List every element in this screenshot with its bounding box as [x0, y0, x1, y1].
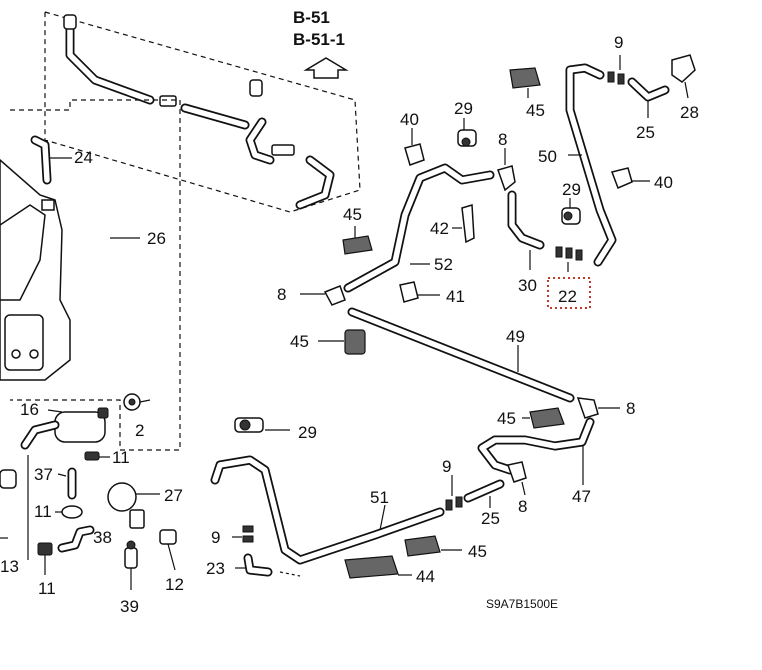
clip-40-right	[611, 167, 650, 189]
diagram-code: S9A7B1500E	[486, 597, 558, 611]
reference-hoses	[63, 14, 335, 210]
joint-8-middle-right	[576, 397, 620, 419]
callout-8: 8	[518, 497, 527, 516]
reference-label-b51-1: B-51-1	[293, 30, 345, 49]
joint-9-upper	[607, 55, 625, 85]
callout-26: 26	[147, 229, 166, 248]
joint-9-lower-center	[445, 475, 463, 511]
hose-50	[565, 63, 617, 267]
callout-2: 2	[135, 421, 144, 440]
nozzle-28	[671, 54, 696, 99]
callout-27: 27	[164, 486, 183, 505]
callout-8: 8	[498, 130, 507, 149]
callout-45: 45	[290, 332, 309, 351]
callout-45: 45	[526, 101, 545, 120]
callout-9: 9	[442, 457, 451, 476]
bracket-42	[452, 204, 475, 244]
hose-51	[210, 455, 445, 565]
small-parts-left	[0, 451, 110, 575]
callout-22: 22	[558, 287, 577, 306]
callout-45: 45	[497, 409, 516, 428]
hose-47	[477, 417, 595, 485]
callout-25: 25	[481, 509, 500, 528]
callout-45: 45	[468, 542, 487, 561]
plug-29-center	[457, 118, 477, 147]
hose-23	[235, 553, 301, 577]
joint-8-upper-right	[497, 148, 516, 192]
callout-12: 12	[165, 575, 184, 594]
reference-arrow	[303, 57, 349, 79]
washer-tank	[0, 159, 71, 381]
hose-30	[507, 190, 545, 270]
callout-41: 41	[446, 287, 465, 306]
callout-8: 8	[626, 399, 635, 418]
callout-47: 47	[572, 487, 591, 506]
callout-39: 39	[120, 597, 139, 616]
washer-tank-region	[10, 99, 181, 451]
callout-28: 28	[680, 103, 699, 122]
callout-23: 23	[206, 559, 225, 578]
callout-11: 11	[112, 448, 130, 467]
grommet-2	[123, 393, 151, 411]
plug-29-right	[561, 198, 581, 225]
callout-42: 42	[430, 219, 449, 238]
filler-neck	[30, 135, 72, 185]
callout-11: 11	[38, 579, 56, 598]
callout-16: 16	[20, 400, 39, 419]
callout-30: 30	[518, 276, 537, 295]
callout-40: 40	[654, 173, 673, 192]
callout-40: 40	[400, 110, 419, 129]
reference-label-b51: B-51	[293, 8, 330, 27]
joint-9-lower-left	[232, 525, 254, 543]
callout-13: 13	[0, 557, 19, 576]
joint-22	[555, 246, 583, 272]
clip-41	[399, 281, 440, 303]
pad-45-middle	[318, 329, 366, 355]
connector-12	[159, 529, 177, 571]
callout-45: 45	[343, 205, 362, 224]
callout-11: 11	[34, 502, 52, 521]
callout-49: 49	[506, 327, 525, 346]
callout-labels: 9 28 45 25 50 40 29 40 29 8 45 42 52 8 4…	[0, 33, 699, 616]
nozzle-39	[124, 540, 138, 590]
pad-45-left	[342, 226, 373, 255]
callout-38: 38	[93, 528, 112, 547]
callout-51: 51	[370, 488, 389, 507]
hose-25-lower	[463, 479, 505, 508]
plug-29-lower	[234, 417, 290, 433]
pad-45-right	[522, 407, 565, 429]
highlight-box-22	[547, 277, 591, 309]
clamp-27	[107, 482, 160, 529]
callout-50: 50	[538, 147, 557, 166]
callout-29: 29	[298, 423, 317, 442]
joint-8-upper-left	[300, 285, 346, 306]
callout-9: 9	[614, 33, 623, 52]
pad-45-lower	[404, 535, 462, 557]
pad-45-top	[509, 67, 541, 98]
callout-29: 29	[454, 99, 473, 118]
hose-49	[347, 307, 575, 403]
callout-9: 9	[211, 528, 220, 547]
callout-52: 52	[434, 255, 453, 274]
hose-52	[343, 163, 495, 293]
callout-29: 29	[562, 180, 581, 199]
callout-24: 24	[74, 148, 93, 167]
callout-44: 44	[416, 567, 435, 586]
joint-8-lower	[507, 461, 527, 496]
washer-pump	[20, 407, 109, 450]
clip-40-center	[404, 128, 425, 166]
pad-44	[344, 555, 412, 579]
callout-8: 8	[277, 285, 286, 304]
hose-25-upper	[627, 77, 670, 118]
callout-25: 25	[636, 123, 655, 142]
callout-37: 37	[34, 465, 53, 484]
